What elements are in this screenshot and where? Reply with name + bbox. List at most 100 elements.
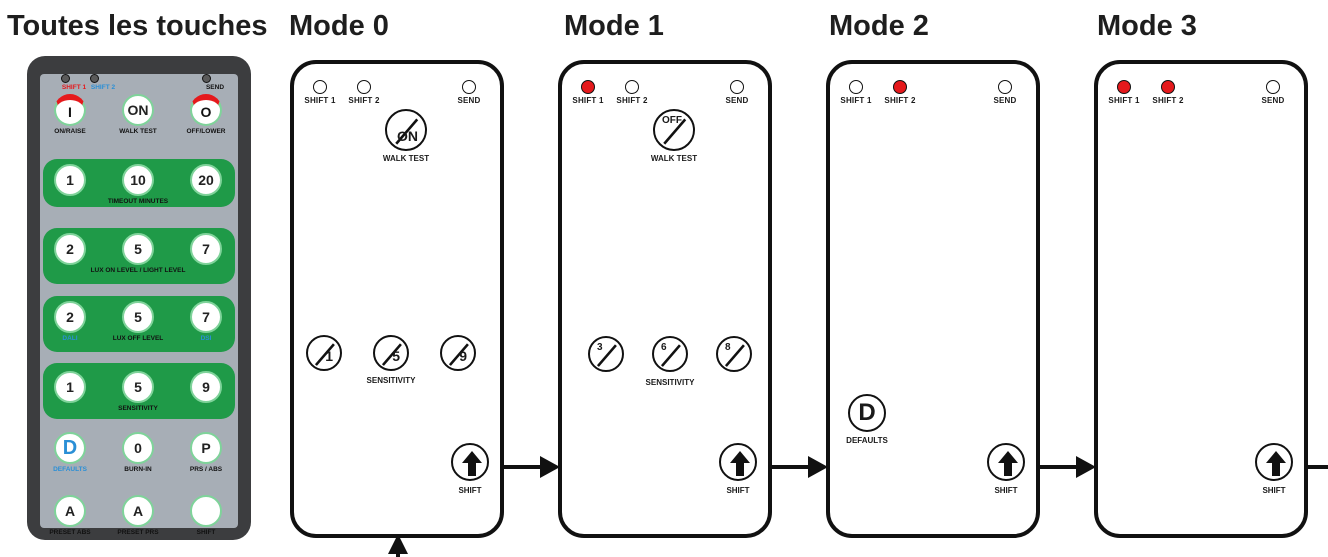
arrow-mode0-to-mode1-icon bbox=[504, 456, 560, 478]
sensitivity-label: SENSITIVITY bbox=[366, 376, 416, 385]
sensitivity-6-button-slash-icon bbox=[660, 344, 681, 367]
remote-key-16[interactable]: 0 bbox=[122, 432, 154, 464]
sensitivity-8-button-slash-icon bbox=[724, 344, 745, 367]
remote-key-14[interactable]: 9 bbox=[190, 371, 222, 403]
arrow-mode2-to-mode3-icon bbox=[1040, 456, 1096, 478]
send-indicator bbox=[1266, 80, 1280, 94]
shift-label: SHIFT bbox=[726, 486, 750, 495]
sensitivity-3-button[interactable]: 3 bbox=[588, 336, 624, 372]
remote-key-19-text: A bbox=[132, 503, 144, 519]
remote-key-15-label: DEFAULTS bbox=[53, 466, 87, 473]
remote-key-19[interactable]: A bbox=[122, 495, 154, 527]
remote-key-9-label: DALI bbox=[62, 335, 78, 342]
sensitivity-label: SENSITIVITY bbox=[645, 378, 695, 387]
shift2-indicator-label: SHIFT 2 bbox=[884, 96, 916, 105]
sensitivity-1-button[interactable]: 1 bbox=[306, 335, 342, 371]
remote-key-1[interactable]: ON bbox=[122, 94, 154, 126]
walk-test-off-button-top-value: OFF bbox=[662, 115, 682, 126]
remote-key-4[interactable]: 10 bbox=[122, 164, 154, 196]
remote-key-12[interactable]: 1 bbox=[54, 371, 86, 403]
walk-test-on-button-bottom-value: ON bbox=[397, 128, 418, 144]
remote-key-20-label: SHIFT bbox=[196, 529, 216, 536]
walk-test-on-button-slash-icon bbox=[395, 118, 419, 145]
walk-test-on-button[interactable]: ON bbox=[385, 109, 427, 151]
remote-key-6[interactable]: 2 bbox=[54, 233, 86, 265]
remote-key-20[interactable] bbox=[190, 495, 222, 527]
shift1-indicator-label: SHIFT 1 bbox=[304, 96, 336, 105]
remote-key-18-text: A bbox=[64, 503, 76, 519]
shift2-indicator bbox=[625, 80, 639, 94]
remote-key-16-text: 0 bbox=[134, 440, 142, 456]
sensitivity-6-button-top-value: 6 bbox=[661, 342, 667, 353]
remote-key-14-text: 9 bbox=[202, 379, 210, 395]
defaults-button[interactable]: D bbox=[848, 394, 886, 432]
remote-key-10-text: 5 bbox=[134, 309, 142, 325]
remote-key-10[interactable]: 5 bbox=[122, 301, 154, 333]
shift2-indicator bbox=[893, 80, 907, 94]
shift1-indicator bbox=[313, 80, 327, 94]
sensitivity-5-button[interactable]: 5 bbox=[373, 335, 409, 371]
remote-key-8[interactable]: 7 bbox=[190, 233, 222, 265]
heading-all-keys: Toutes les touches bbox=[7, 10, 268, 42]
remote-key-5-text: 20 bbox=[198, 172, 214, 188]
remote-key-5[interactable]: 20 bbox=[190, 164, 222, 196]
shift-label: SHIFT bbox=[1262, 486, 1286, 495]
send-indicator-label: SEND bbox=[993, 96, 1017, 105]
send-indicator-label: SEND bbox=[457, 96, 481, 105]
send-indicator bbox=[462, 80, 476, 94]
sensitivity-8-button[interactable]: 8 bbox=[716, 336, 752, 372]
heading-mode-0: Mode 0 bbox=[289, 10, 389, 42]
remote-key-13-label: SENSITIVITY bbox=[118, 405, 158, 412]
remote-led-1 bbox=[90, 74, 99, 83]
shift2-indicator-label: SHIFT 2 bbox=[348, 96, 380, 105]
shift1-indicator bbox=[849, 80, 863, 94]
remote-key-7[interactable]: 5 bbox=[122, 233, 154, 265]
sensitivity-1-button-bottom-value: 1 bbox=[325, 348, 333, 364]
remote-key-9[interactable]: 2 bbox=[54, 301, 86, 333]
heading-mode-2: Mode 2 bbox=[829, 10, 929, 42]
shift2-indicator bbox=[357, 80, 371, 94]
remote-key-7-text: 5 bbox=[134, 241, 142, 257]
remote-key-15[interactable]: D bbox=[54, 432, 86, 464]
remote-key-13[interactable]: 5 bbox=[122, 371, 154, 403]
remote-key-8-text: 7 bbox=[202, 241, 210, 257]
remote-key-0-text: I bbox=[68, 104, 72, 120]
walk-test-off-button[interactable]: OFF bbox=[653, 109, 695, 151]
shift-button[interactable] bbox=[451, 443, 489, 481]
sensitivity-3-button-slash-icon bbox=[596, 344, 617, 367]
sensitivity-1-button-slash-icon bbox=[314, 343, 335, 366]
sensitivity-6-button[interactable]: 6 bbox=[652, 336, 688, 372]
remote-key-19-label: PRESET PRS bbox=[117, 529, 159, 536]
shift-button[interactable] bbox=[987, 443, 1025, 481]
remote-key-12-text: 1 bbox=[66, 379, 74, 395]
remote-led-label-2: SEND bbox=[205, 84, 225, 91]
remote-key-11[interactable]: 7 bbox=[190, 301, 222, 333]
remote-led-0 bbox=[61, 74, 70, 83]
remote-key-3-text: 1 bbox=[66, 172, 74, 188]
sensitivity-9-button[interactable]: 9 bbox=[440, 335, 476, 371]
defaults-d-letter: D bbox=[858, 399, 876, 426]
heading-mode-3: Mode 3 bbox=[1097, 10, 1197, 42]
remote-key-18[interactable]: A bbox=[54, 495, 86, 527]
remote-key-2[interactable]: O bbox=[190, 94, 222, 126]
walk-test-label: WALK TEST bbox=[382, 154, 430, 163]
remote-key-3[interactable]: 1 bbox=[54, 164, 86, 196]
shift1-indicator-label: SHIFT 1 bbox=[840, 96, 872, 105]
shift1-indicator bbox=[1117, 80, 1131, 94]
remote-key-13-text: 5 bbox=[134, 379, 142, 395]
shift-button[interactable] bbox=[719, 443, 757, 481]
sensitivity-8-button-top-value: 8 bbox=[725, 342, 731, 353]
defaults-label: DEFAULTS bbox=[846, 436, 888, 445]
remote-key-17[interactable]: P bbox=[190, 432, 222, 464]
send-indicator-label: SEND bbox=[725, 96, 749, 105]
shift-label: SHIFT bbox=[994, 486, 1018, 495]
remote-key-18-label: PRESET ABS bbox=[49, 529, 91, 536]
shift-button[interactable] bbox=[1255, 443, 1293, 481]
remote-key-11-label: DSI bbox=[200, 335, 212, 342]
up-arrow-icon bbox=[730, 451, 750, 476]
remote-key-0[interactable]: I bbox=[54, 94, 86, 126]
remote-key-16-label: BURN-IN bbox=[124, 466, 152, 473]
